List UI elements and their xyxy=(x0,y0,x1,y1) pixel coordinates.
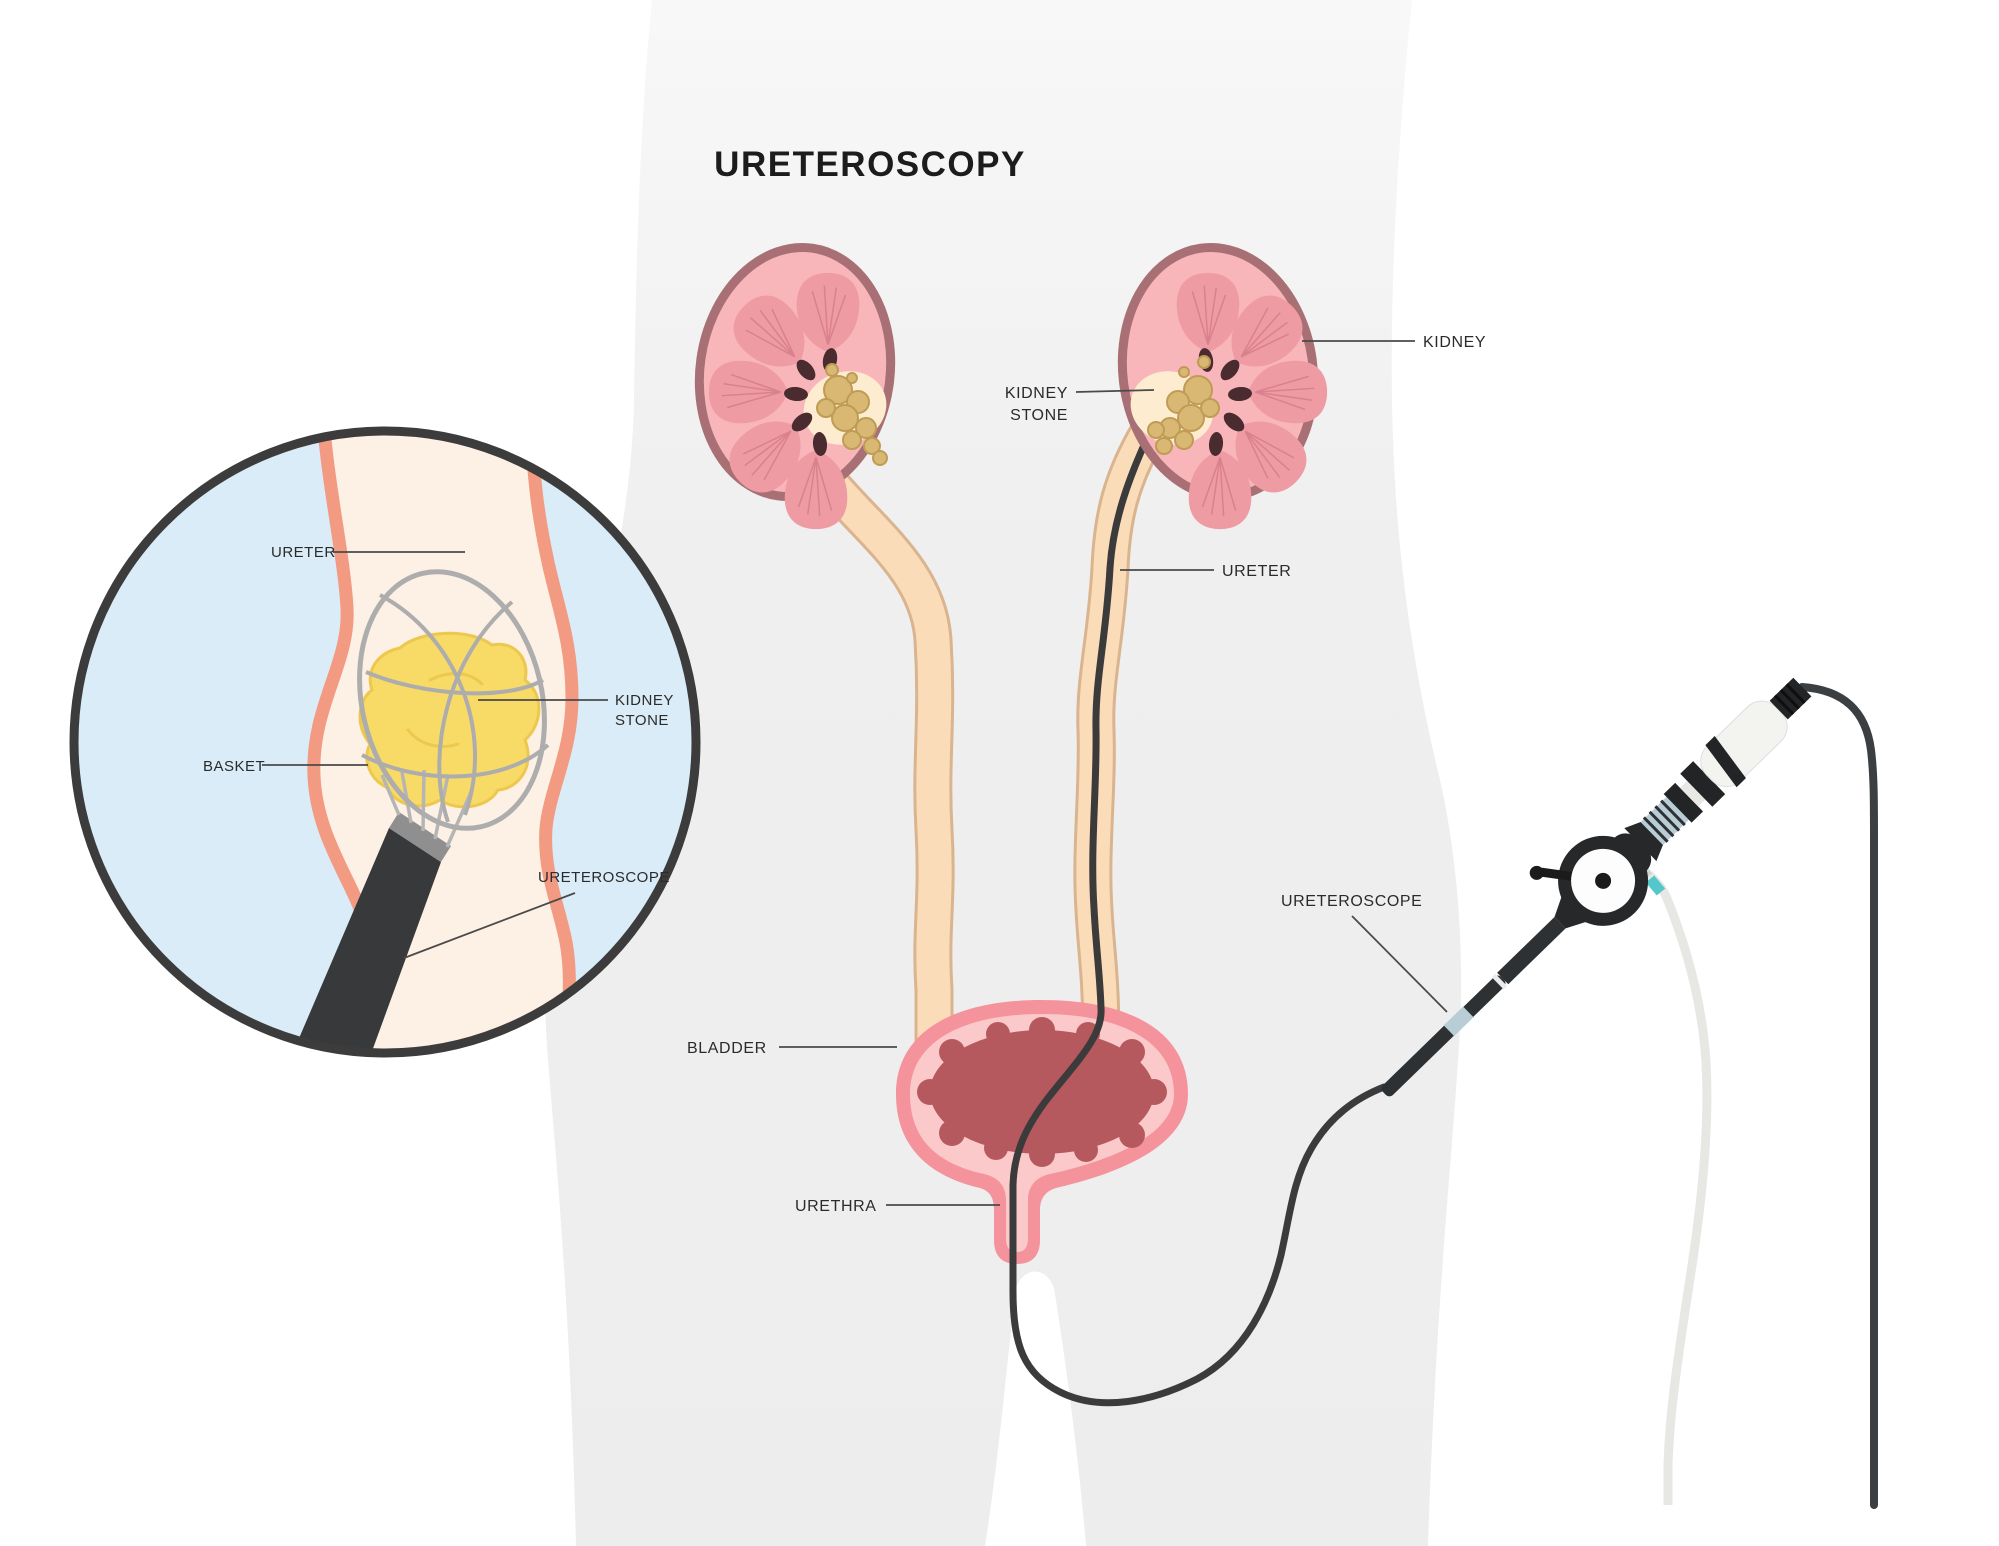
ureteroscope-wire xyxy=(1009,424,1388,1407)
page-title: URETEROSCOPY xyxy=(714,145,1026,184)
kidney-stone-cluster-right xyxy=(1147,355,1220,455)
inset-kidney-stone-label-2: STONE xyxy=(615,712,669,729)
inset-kidney-stone xyxy=(358,631,541,809)
ureter-label: URETER xyxy=(1222,563,1291,580)
bladder-interior xyxy=(917,1017,1167,1167)
inset-rim xyxy=(69,426,701,1058)
bladder-label: BLADDER xyxy=(687,1040,767,1057)
inset-ureteroscope-label: URETEROSCOPE xyxy=(538,869,670,886)
main-labels: KIDNEY KIDNEY STONE URETER BLADDER URETH… xyxy=(687,334,1486,1215)
ureter-left xyxy=(790,435,955,1060)
kidney-stone-label-2: STONE xyxy=(1010,407,1068,424)
inset-scope-cap xyxy=(389,812,451,862)
scope-shaft xyxy=(1381,975,1506,1097)
inset-ureteroscope xyxy=(288,828,441,1053)
kidney-left-inner xyxy=(708,272,888,530)
inset-ureter-label: URETER xyxy=(271,544,336,561)
kidney-stone-cluster-left xyxy=(816,363,888,466)
inset-labels: URETER KIDNEY STONE BASKET URETEROSCOPE xyxy=(203,544,674,959)
urethra-label: URETHRA xyxy=(795,1198,877,1215)
inset-circle xyxy=(69,426,701,1058)
kidney-stone-label-1: KIDNEY xyxy=(1005,385,1068,402)
light-cable xyxy=(1638,865,1712,1505)
scope-shaft-band xyxy=(1443,1006,1474,1037)
inset-kidney-stone-label-1: KIDNEY xyxy=(615,692,674,709)
light-cable-teal-band xyxy=(1645,875,1666,896)
kidney-label: KIDNEY xyxy=(1423,334,1486,351)
basket-wires xyxy=(357,569,550,831)
bladder xyxy=(896,1000,1188,1264)
inset-basket-label: BASKET xyxy=(203,758,265,775)
video-cable xyxy=(1798,683,1878,1509)
ureteroscope-label: URETEROSCOPE xyxy=(1281,893,1422,910)
ureteroscope-device xyxy=(1381,677,1812,1097)
ribbed-section xyxy=(1640,796,1689,845)
